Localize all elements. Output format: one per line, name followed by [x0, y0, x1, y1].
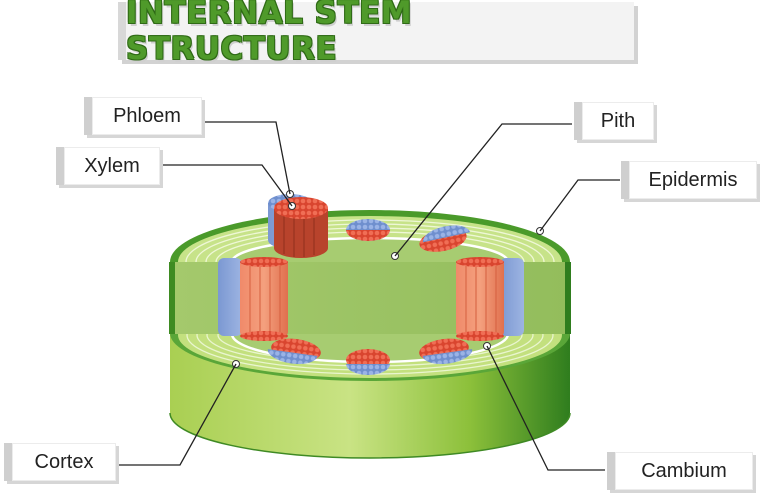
- xylem-leader-line: [162, 164, 293, 207]
- pith-label: Pith: [574, 102, 654, 140]
- epidermis-label: Epidermis: [621, 161, 757, 199]
- epidermis-leader-line: [539, 179, 620, 232]
- right-bundle-section: [456, 257, 524, 341]
- phloem-label: Phloem: [84, 97, 202, 135]
- cortex-leader-line: [118, 363, 237, 466]
- cambium-label: Cambium: [607, 452, 753, 490]
- cambium-leader-line: [486, 345, 605, 471]
- page-title: INTERNAL STEM STRUCTURE: [126, 0, 413, 67]
- protruding-vascular-bundle: [268, 194, 328, 258]
- cortex-label: Cortex: [4, 443, 116, 481]
- phloem-leader-line: [203, 121, 291, 195]
- title-banner: INTERNAL STEM STRUCTURE: [118, 0, 634, 67]
- upper-vascular-bundles: [346, 219, 470, 252]
- left-bundle-section: [218, 257, 288, 341]
- pith-leader-line: [394, 123, 572, 257]
- lower-vascular-bundles: [267, 338, 473, 375]
- xylem-label: Xylem: [56, 147, 160, 185]
